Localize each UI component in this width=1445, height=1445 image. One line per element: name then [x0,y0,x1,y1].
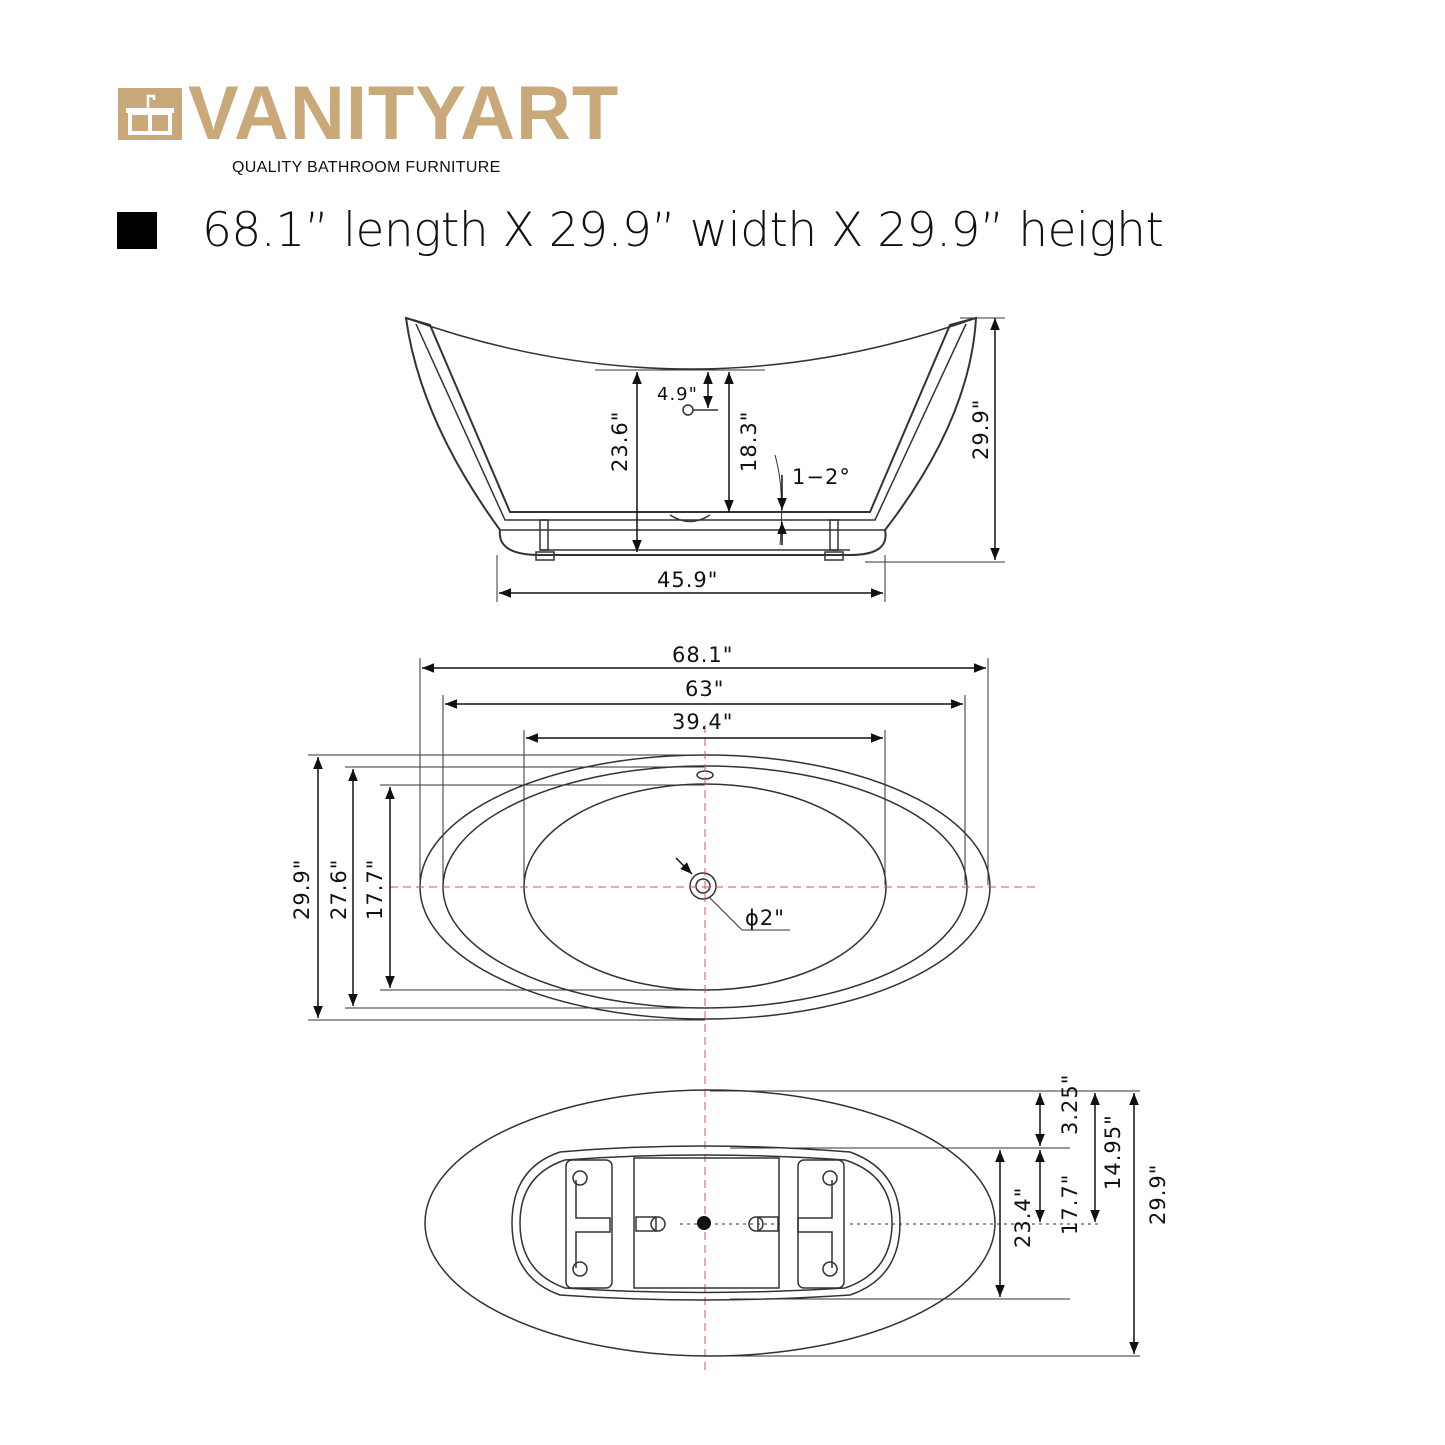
overall-width-label: 29.9" [290,859,314,920]
top-view [308,658,991,1021]
bottom-total-width-label: 29.9" [1146,1164,1170,1225]
slope-label: 1−2° [792,465,851,489]
brand-name: VANITYART [188,71,620,156]
base-half-label: 17.7" [1058,1174,1082,1235]
dimensions-headline: 68.1” length X 29.9” width X 29.9” heigh… [202,203,1164,258]
base-width-label: 23.4" [1011,1187,1035,1248]
bottom-view [424,1089,1140,1357]
drain-diameter-label: ϕ2" [745,906,785,930]
bullet-square [117,212,157,249]
brand-tagline: QUALITY BATHROOM FURNITURE [232,159,501,176]
top-dimensions [313,663,986,1018]
overall-length-label: 68.1" [672,643,733,667]
half-width-label: 14.95" [1101,1114,1125,1190]
base-length-label: 45.9" [657,568,718,592]
rim-length-label: 63" [685,677,724,701]
side-dimensions [499,318,1000,598]
bottom-dimensions [995,1093,1139,1354]
bottom-length-label: 39.4" [672,710,733,734]
overflow-depth-label: 4.9" [657,384,698,405]
rim-width-label: 27.6" [327,859,351,920]
offset-label: 3.25" [1058,1074,1082,1135]
drain-icon [697,1216,711,1230]
overflow-height-label: 18.3" [737,411,761,472]
side-height-label: 29.9" [969,399,993,460]
brand-logo-icon [118,88,182,140]
interior-depth-label: 23.6" [608,411,632,472]
bottom-width-label: 17.7" [363,859,387,920]
side-view [404,316,1005,602]
top-centerlines [390,725,1035,1375]
